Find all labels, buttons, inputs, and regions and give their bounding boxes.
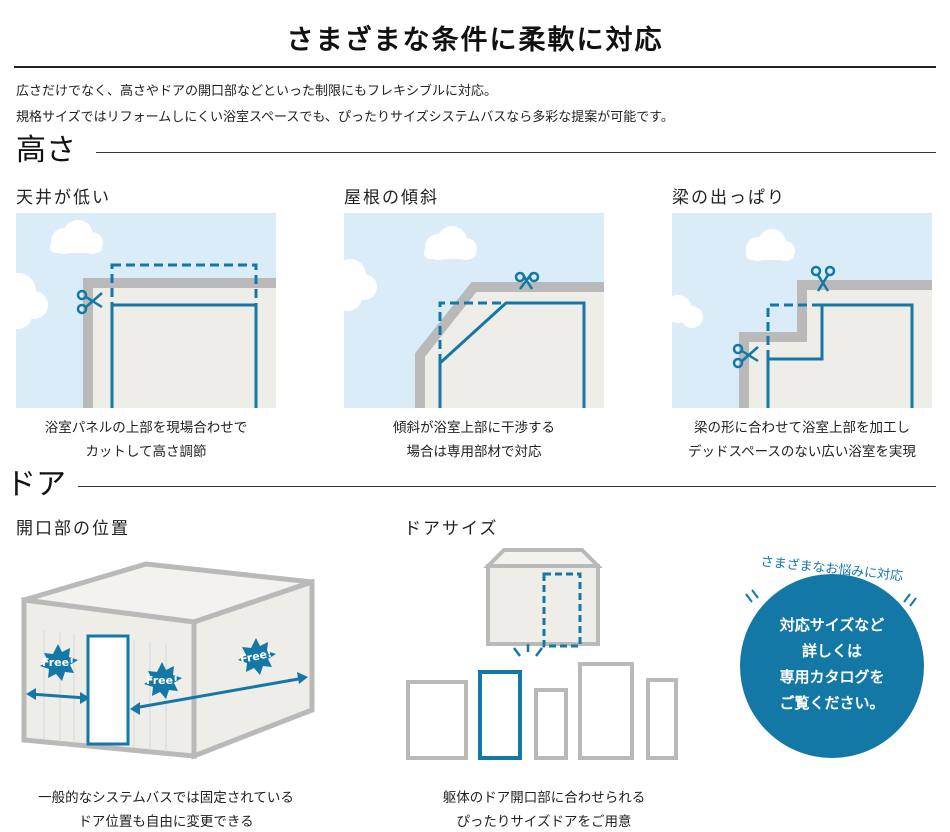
door-section-rule [78, 486, 936, 487]
scissors-icon [514, 271, 540, 290]
page-title: さまざまな条件に柔軟に対応 [286, 25, 664, 56]
low-ceiling-label: 天井が低い [16, 188, 111, 208]
title-divider [14, 66, 936, 68]
height-section-rule [96, 152, 936, 153]
intro-line-1: 広さだけでなく、高さやドアの開口部などといった制限にもフレキシブルに対応。 [16, 84, 498, 99]
intro-line-2: 規格サイズではリフォームしにくい浴室スペースでも、ぴったりサイズシステムバスなら… [16, 110, 674, 125]
door-section-heading: ドア [6, 467, 66, 502]
door-size-caption: 躯体のドア開口部に合わせられる ぴったりサイズドアをご用意 [442, 790, 646, 830]
sloped-roof-caption: 傾斜が浴室上部に干渉する 場合は専用部材で対応 [393, 420, 555, 460]
beam-label: 梁の出っぱり [672, 188, 786, 208]
free-badge-text-2: Free! [145, 674, 179, 687]
bath-cube-illustration [21, 561, 315, 760]
low-ceiling-illustration [0, 213, 276, 408]
beam-caption: 梁の形に合わせて浴室上部を加工し デッドスペースのない広い浴室を実現 [688, 420, 916, 460]
catalog-callout-graphic [740, 574, 924, 758]
opening-position-label: 開口部の位置 [16, 519, 130, 539]
door-sizes-illustration [406, 548, 678, 760]
cloud-icon [664, 229, 795, 328]
free-badge-3 [238, 638, 276, 675]
low-ceiling-caption: 浴室パネルの上部を現場合わせで カットして高さ調節 [44, 420, 248, 460]
sloped-roof-illustration [334, 213, 604, 408]
cloud-icon [334, 226, 477, 311]
sloped-roof-label: 屋根の傾斜 [344, 188, 439, 208]
free-badge-2 [144, 662, 182, 699]
door-size-label: ドアサイズ [404, 519, 499, 539]
cloud-icon [0, 220, 103, 329]
scissors-icon [732, 343, 759, 369]
height-section-heading: 高さ [16, 133, 76, 168]
sparkle-icon [513, 644, 543, 657]
free-badge-text-1: Free! [41, 656, 75, 669]
callout-text: 対応サイズなど 詳しくは 専用カタログを ご覧ください。 [779, 616, 885, 712]
scissors-icon [810, 265, 836, 292]
scissors-icon [76, 289, 103, 315]
opening-position-caption: 一般的なシステムバスでは固定されている ドア位置も自由に変更できる [38, 790, 294, 830]
beam-illustration [664, 213, 932, 408]
free-badge-1 [40, 644, 78, 681]
